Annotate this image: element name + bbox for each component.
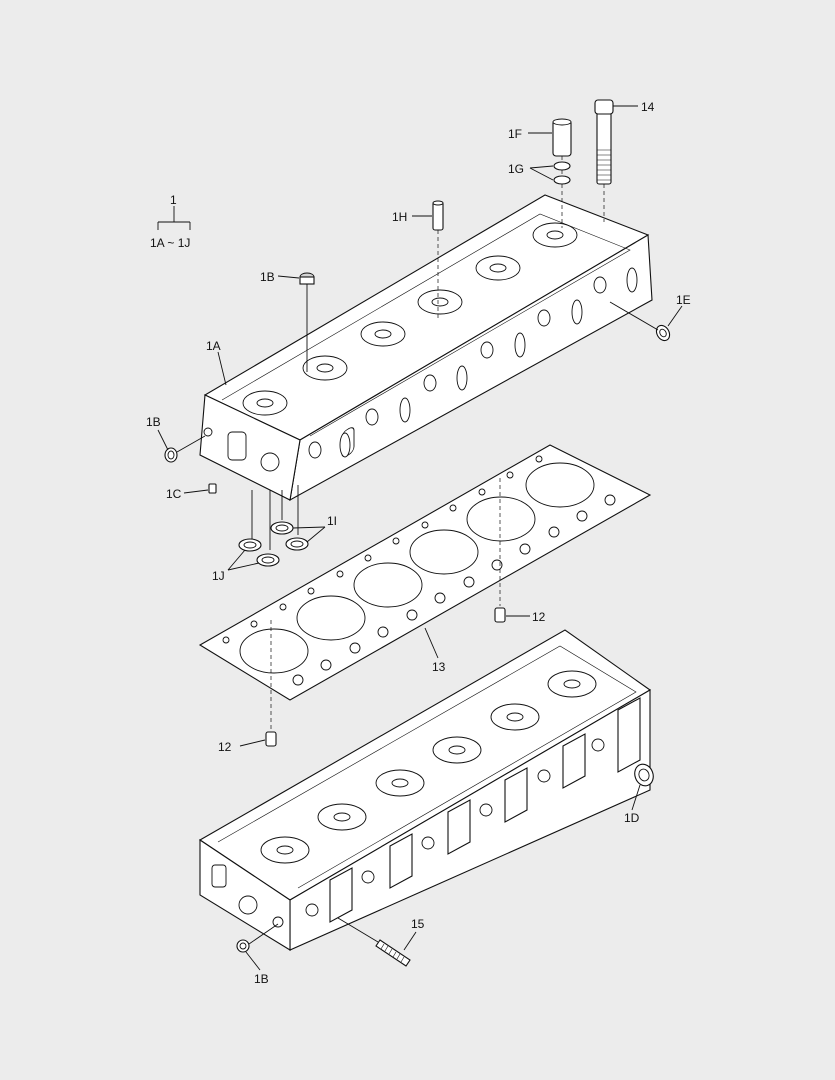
injector-sleeve-1F bbox=[552, 118, 572, 228]
gasket-small-holes bbox=[222, 455, 616, 686]
leader-lines bbox=[157, 105, 683, 971]
plug-1B-side bbox=[164, 447, 178, 463]
dowel-12-upper bbox=[494, 478, 506, 623]
label-14: 14 bbox=[641, 100, 655, 114]
label-13: 13 bbox=[432, 660, 446, 674]
part-labels: 1 1A ~ 1J 1A 1B 1B 1B 1C 1D 1E 1F 1G 1H … bbox=[146, 100, 691, 986]
label-15: 15 bbox=[411, 917, 425, 931]
label-12-upper: 12 bbox=[532, 610, 546, 624]
label-1E: 1E bbox=[676, 293, 691, 307]
plug-1B-top bbox=[299, 272, 315, 372]
label-1J: 1J bbox=[212, 569, 225, 583]
label-assembly: 1 bbox=[170, 193, 177, 207]
upper-head-end-face bbox=[203, 427, 280, 472]
label-12-lower: 12 bbox=[218, 740, 232, 754]
head-bolt-14 bbox=[594, 99, 614, 222]
label-1G: 1G bbox=[508, 162, 524, 176]
upper-head-top-bosses bbox=[221, 213, 631, 437]
cylinder-head-upper bbox=[199, 194, 653, 502]
label-1F: 1F bbox=[508, 127, 522, 141]
label-1B-side: 1B bbox=[146, 415, 161, 429]
lower-head-top-bosses bbox=[217, 645, 637, 889]
pin-1C bbox=[208, 483, 217, 494]
label-1A: 1A bbox=[206, 339, 221, 353]
label-1H: 1H bbox=[392, 210, 407, 224]
cylinder-head-lower bbox=[198, 629, 652, 951]
label-1B-bottom: 1B bbox=[254, 972, 269, 986]
plug-1D bbox=[634, 763, 654, 787]
label-1D: 1D bbox=[624, 811, 640, 825]
label-assembly-range: 1A ~ 1J bbox=[150, 236, 190, 250]
label-1C: 1C bbox=[166, 487, 182, 501]
dowel-12-lower bbox=[265, 620, 277, 747]
plug-1B-bottom bbox=[236, 939, 250, 953]
stud-15 bbox=[337, 917, 411, 967]
lower-head-end-face bbox=[211, 864, 284, 928]
valve-seats-1I-1J bbox=[238, 485, 309, 567]
label-1I: 1I bbox=[327, 514, 337, 528]
label-1B-top: 1B bbox=[260, 270, 275, 284]
o-ring-1G bbox=[553, 161, 571, 185]
sleeve-1H bbox=[432, 200, 444, 318]
lower-head-side-flanges bbox=[305, 697, 641, 923]
head-gasket bbox=[198, 444, 652, 701]
upper-head-side-ports bbox=[308, 267, 638, 459]
gasket-cylinder-bores bbox=[239, 462, 595, 674]
plug-1E bbox=[655, 324, 671, 342]
